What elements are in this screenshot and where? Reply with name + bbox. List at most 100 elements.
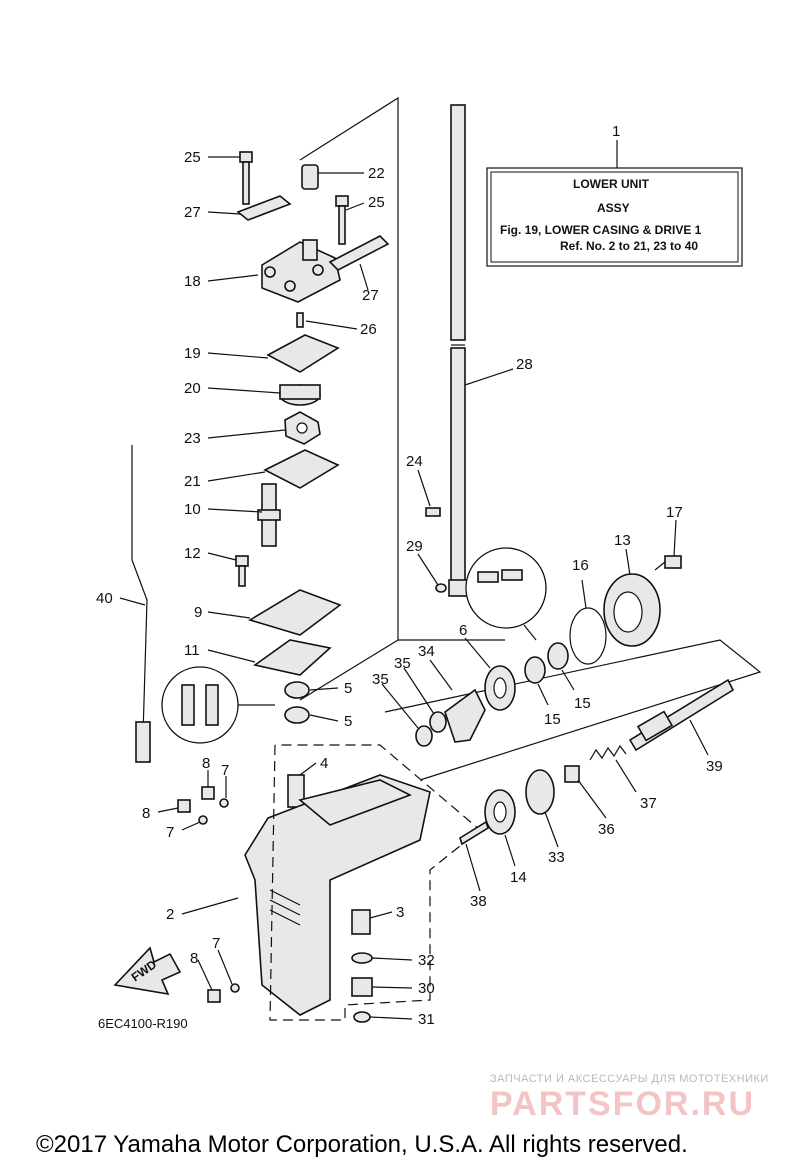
washer-35a	[415, 725, 433, 747]
callout-27-upper: 27	[184, 204, 201, 221]
cross-pin-36	[564, 765, 580, 783]
pump-plates	[236, 195, 390, 271]
pump-bolts	[239, 151, 349, 245]
callout-14: 14	[510, 869, 527, 886]
callout-18: 18	[184, 273, 201, 290]
callout-1: 1	[612, 123, 620, 140]
callout-13: 13	[614, 532, 631, 549]
leader-lines	[119, 156, 709, 1020]
bearing-6	[484, 665, 516, 711]
callout-40: 40	[96, 590, 113, 607]
spacer-15b	[547, 642, 569, 670]
callout-19: 19	[184, 345, 201, 362]
clip-31	[353, 1011, 371, 1023]
spacer-15a	[524, 656, 546, 684]
spring-37	[589, 744, 627, 761]
watermark-brand: PARTSFOR.RU	[490, 1085, 755, 1123]
casing-group-outline	[269, 744, 481, 1021]
fwd-arrow-icon: FWD	[113, 946, 182, 996]
callout-11: 11	[184, 642, 200, 659]
callout-5-upper: 5	[344, 680, 352, 697]
callout-5-lower: 5	[344, 713, 352, 730]
callout-23: 23	[184, 430, 201, 447]
shift-rod	[131, 445, 151, 763]
callout-8-side: 8	[142, 805, 150, 822]
callout-4: 4	[320, 755, 328, 772]
callout-36: 36	[598, 821, 615, 838]
callout-35-lower: 35	[372, 671, 389, 688]
drawing-code: 6EC4100-R190	[98, 1016, 188, 1031]
bearing-30	[351, 977, 373, 997]
callout-37: 37	[640, 795, 657, 812]
callout-15-left: 15	[544, 711, 561, 728]
oil-seals-5	[284, 681, 310, 724]
callout-21: 21	[184, 473, 201, 490]
callout-25-right: 25	[368, 194, 385, 211]
callout-8-upper: 8	[202, 755, 210, 772]
bolt-17	[654, 555, 682, 571]
water-tube-guide	[257, 483, 281, 547]
bearing-housing-13	[603, 573, 661, 647]
lower-casing	[244, 774, 431, 1016]
callout-32: 32	[418, 952, 435, 969]
info-box-ref-range: Ref. No. 2 to 21, 23 to 40	[560, 239, 698, 253]
callout-24: 24	[406, 453, 423, 470]
callout-29: 29	[406, 538, 423, 555]
callout-39: 39	[706, 758, 723, 775]
callout-33: 33	[548, 849, 565, 866]
grommet	[301, 164, 319, 190]
callout-2: 2	[166, 906, 174, 923]
o-ring-16	[569, 607, 607, 665]
bolt-12	[235, 555, 249, 587]
drain-screw-upper	[201, 786, 229, 808]
pin-24	[425, 507, 441, 517]
seal-gasket	[253, 639, 332, 676]
pin-38	[459, 820, 489, 846]
callout-3: 3	[396, 904, 404, 921]
oil-seal-detail	[161, 666, 275, 744]
info-box-figure-ref: Fig. 19, LOWER CASING & DRIVE 1	[500, 223, 702, 237]
watermark-tagline: ЗАПЧАСТИ И АКСЕССУАРЫ ДЛЯ МОТОТЕХНИКИ	[490, 1073, 769, 1085]
callout-38: 38	[470, 893, 487, 910]
impeller	[284, 411, 321, 445]
callout-labels: 25 27 18 22 25 27 26 19 20 23 21 10 12 9…	[96, 149, 723, 1028]
info-box-subtitle: ASSY	[597, 201, 630, 215]
callout-35-upper: 35	[394, 655, 411, 672]
pump-gasket	[266, 334, 340, 373]
impeller-housing-insert	[279, 384, 321, 406]
callout-34: 34	[418, 643, 435, 660]
callout-7-side: 7	[166, 824, 174, 841]
callout-15-right: 15	[574, 695, 591, 712]
bushing-3	[351, 909, 371, 935]
callout-27-right: 27	[362, 287, 379, 304]
callout-10: 10	[184, 501, 201, 518]
callout-12: 12	[184, 545, 201, 562]
callout-26: 26	[360, 321, 377, 338]
info-box-title: LOWER UNIT	[573, 177, 650, 191]
callout-31: 31	[418, 1011, 435, 1028]
dowel-pin	[296, 312, 304, 328]
bearing-14	[484, 789, 516, 835]
washer-32	[351, 952, 373, 964]
seal-housing	[248, 589, 342, 636]
clutch-gear-33	[525, 769, 555, 815]
callout-22: 22	[368, 165, 385, 182]
callout-6: 6	[459, 622, 467, 639]
pump-housing	[261, 239, 341, 303]
pinion-gear	[444, 688, 486, 743]
info-box: 1 LOWER UNIT ASSY Fig. 19, LOWER CASING …	[486, 123, 743, 267]
gear-detail	[465, 547, 547, 641]
callout-20: 20	[184, 380, 201, 397]
drain-screw-lower	[207, 983, 240, 1003]
callout-7-upper: 7	[221, 762, 229, 779]
driveshaft	[448, 104, 468, 597]
callout-9: 9	[194, 604, 202, 621]
drain-screw-side	[177, 799, 208, 825]
callout-25-upper: 25	[184, 149, 201, 166]
callout-8-lower: 8	[190, 950, 198, 967]
callout-16: 16	[572, 557, 589, 574]
clip-29	[435, 583, 447, 593]
washer-35b	[429, 711, 447, 733]
callout-28: 28	[516, 356, 533, 373]
callout-7-lower: 7	[212, 935, 220, 952]
